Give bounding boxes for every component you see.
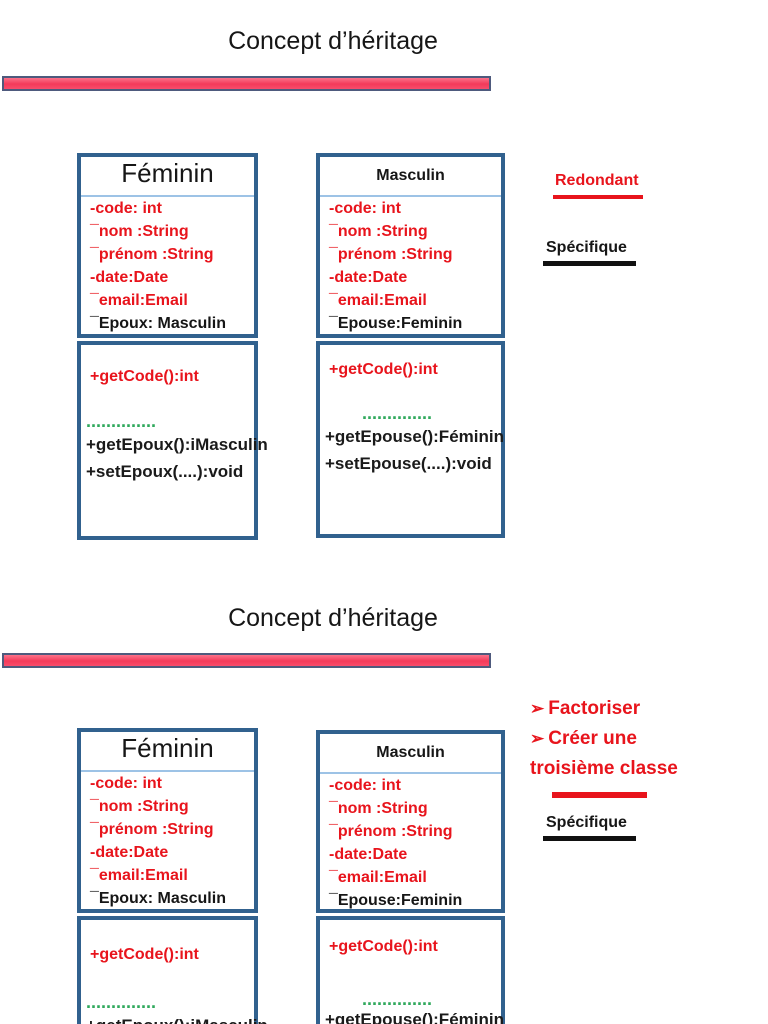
slide1-feminin-title-underline (81, 195, 254, 197)
method-setepoux: +setEpoux(....):void (86, 462, 244, 481)
attribute-code: -code: int (329, 777, 401, 794)
specifique-underline (543, 261, 636, 266)
green-dotted-separator: .............. (86, 411, 157, 431)
attribute-prenom: ¯prénom :String (329, 823, 453, 840)
attribute-nom: ¯nom :String (90, 223, 189, 240)
slide2-feminin-methods-box: +getCode():int .............. +getEpoux(… (77, 916, 268, 1024)
slide2-title: Concept d’héritage (228, 604, 438, 632)
slide2-masculin-class-title: Masculin (376, 744, 445, 761)
method-getcode: +getCode():int (329, 361, 438, 378)
slide1-feminin-class-title: Féminin (121, 158, 214, 188)
attribute-date: -date:Date (90, 844, 169, 861)
slide1-title-bar (2, 76, 491, 91)
bullet-factoriser: ➢Factoriser (530, 694, 694, 724)
bullet-creer-classe: ➢Créer une troisième classe (530, 724, 694, 784)
method-getepoux: +getEpoux():iMasculin (86, 435, 268, 454)
slide2-masculin-methods-box: +getCode():int .............. +getEpouse… (316, 916, 505, 1024)
slide2-feminin-class-box: Féminin -code: int ¯nom :String ¯prénom … (77, 728, 258, 913)
attribute-email: ¯email:Email (90, 867, 188, 884)
slide1-feminin-attributes: -code: int ¯nom :String ¯prénom :String … (90, 197, 254, 335)
green-dotted-separator: .............. (86, 992, 157, 1012)
slide2-feminin-attributes: -code: int ¯nom :String ¯prénom :String … (90, 772, 254, 910)
attribute-prenom: ¯prénom :String (90, 821, 214, 838)
attribute-prenom: ¯prénom :String (90, 246, 214, 263)
attribute-email: ¯email:Email (329, 869, 427, 886)
slide1-masculin-class-box: Masculin -code: int ¯nom :String ¯prénom… (316, 153, 505, 338)
attribute-code: -code: int (329, 200, 401, 217)
attribute-code: -code: int (90, 200, 162, 217)
attribute-epoux: ¯Epoux: Masculin (90, 315, 226, 332)
attribute-nom: ¯nom :String (90, 798, 189, 815)
attribute-prenom: ¯prénom :String (329, 246, 453, 263)
attribute-epoux: ¯Epoux: Masculin (90, 890, 226, 907)
redondant-label: Redondant (555, 172, 639, 189)
attribute-date: -date:Date (329, 269, 408, 286)
slide1-masculin-class-title: Masculin (376, 167, 445, 184)
arrow-bullet-icon: ➢ (530, 699, 545, 718)
method-getcode: +getCode():int (90, 946, 199, 963)
slide2-bullet-list: ➢Factoriser ➢Créer une troisième classe (530, 694, 694, 784)
slide2-masculin-attributes: -code: int ¯nom :String ¯prénom :String … (329, 774, 501, 912)
specifique-label: Spécifique (546, 814, 627, 831)
method-getepouse: +getEpouse():Féminin (325, 1010, 504, 1024)
slide2-feminin-class-title: Féminin (121, 733, 214, 763)
green-dotted-separator: .............. (362, 403, 433, 423)
green-dotted-separator: .............. (362, 989, 433, 1009)
red-divider-line (552, 792, 647, 798)
attribute-epouse: ¯Epouse:Feminin (329, 315, 463, 332)
attribute-email: ¯email:Email (329, 292, 427, 309)
slide1-feminin-class-box: Féminin -code: int ¯nom :String ¯prénom … (77, 153, 258, 338)
specifique-label: Spécifique (546, 239, 627, 256)
attribute-code: -code: int (90, 775, 162, 792)
bullet-text: Créer une troisième classe (530, 728, 678, 779)
slide2-masculin-title-underline (320, 772, 501, 774)
method-getepoux: +getEpoux():iMasculin (86, 1016, 268, 1024)
slide1-feminin-methods-box: +getCode():int .............. +getEpoux(… (77, 341, 268, 540)
attribute-nom: ¯nom :String (329, 800, 428, 817)
slide2-feminin-title-underline (81, 770, 254, 772)
slide2-title-bar (2, 653, 491, 668)
method-setepouse: +setEpouse(....):void (325, 454, 492, 473)
redondant-underline (553, 195, 643, 199)
attribute-epouse: ¯Epouse:Feminin (329, 892, 463, 909)
attribute-nom: ¯nom :String (329, 223, 428, 240)
arrow-bullet-icon: ➢ (530, 729, 545, 748)
bullet-text: Factoriser (548, 698, 641, 719)
attribute-email: ¯email:Email (90, 292, 188, 309)
method-getcode: +getCode():int (329, 938, 438, 955)
slide1-masculin-attributes: -code: int ¯nom :String ¯prénom :String … (329, 197, 501, 335)
attribute-date: -date:Date (329, 846, 408, 863)
slide1-masculin-methods-box: +getCode():int .............. +getEpouse… (316, 341, 505, 538)
slide1-title: Concept d’héritage (228, 27, 438, 55)
specifique-underline (543, 836, 636, 841)
slide1-masculin-title-underline (320, 195, 501, 197)
slide2-masculin-class-box: Masculin -code: int ¯nom :String ¯prénom… (316, 730, 505, 913)
attribute-date: -date:Date (90, 269, 169, 286)
method-getepouse: +getEpouse():Féminin (325, 427, 504, 446)
method-getcode: +getCode():int (90, 368, 199, 385)
